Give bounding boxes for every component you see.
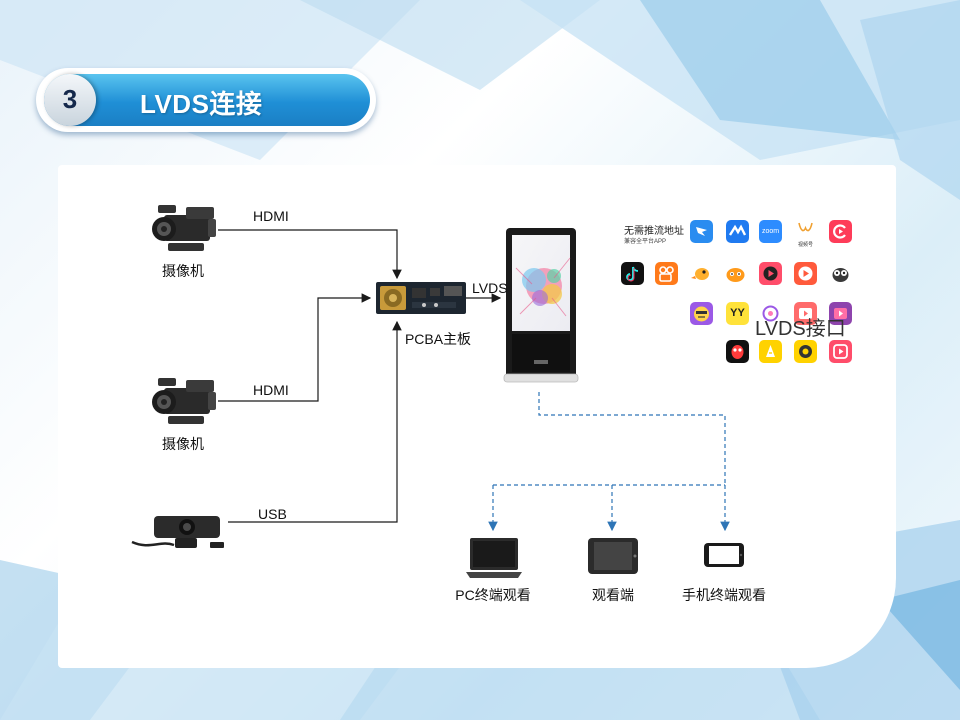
music-icon [726,340,749,363]
pcba-label: PCBA主板 [404,331,472,347]
yy-text: YY [730,307,745,319]
camcorder-1-icon [152,205,216,251]
tablet-viewer-label: 观看端 [592,587,634,603]
douyin-icon [621,262,644,285]
owl-icon [829,262,852,285]
section-number-badge [44,74,96,126]
bilibili-face-icon [690,302,713,325]
play-icon [794,302,817,325]
wechat-channels-icon: 视频号 [794,220,817,248]
wire-usb [228,320,402,523]
kiosk-display-icon [503,228,579,383]
usb-label: USB [258,506,287,522]
wire-output-dashed [488,392,730,532]
hdmi-2-label: HDMI [253,382,289,398]
zoom-icon: zoom [759,220,782,243]
huya-icon [724,262,747,285]
camera-round-icon [794,340,817,363]
section-number: 3 [62,84,78,114]
camera-1-label: 摄像机 [162,263,204,279]
douyu-icon [794,262,817,285]
kuaishou-c-icon [829,220,852,243]
phone-viewer-label: 手机终端观看 [682,587,766,603]
podcast-icon [759,302,782,325]
pcba-board-icon [376,282,466,314]
all-platform-text: 兼容全平台APP [624,239,667,245]
channels-text: 视频号 [797,242,813,248]
wire-hdmi-2 [218,293,372,402]
wire-hdmi-1 [218,229,402,280]
camcorder-2-icon [152,378,216,424]
tencent-meeting-icon [726,220,749,243]
pc-viewer-label: PC终端观看 [455,587,531,603]
media-play-icon [829,340,852,363]
tablet-icon [588,538,638,574]
qq-bird-icon [690,262,713,285]
video-icon [759,340,782,363]
no-stream-address-text: 无需推流地址 [624,226,684,237]
lvds-port-label: LVDS接口 [755,318,846,340]
hdmi-1-label: HDMI [253,208,289,224]
phone-icon [704,543,744,567]
yy-icon: YY [726,302,749,325]
zoom-text: zoom [761,228,780,235]
bilibili-icon [829,302,852,325]
title-bar [44,74,370,126]
camera-2-label: 摄像机 [162,436,204,452]
dingtalk-icon [690,220,713,243]
kuaishou-icon [655,262,678,285]
webcam-icon [131,516,224,548]
page-title: LVDS连接 [140,89,263,119]
kuaishou-live-icon [759,262,782,285]
laptop-icon [466,538,522,578]
lvds-label: LVDS [472,280,508,296]
